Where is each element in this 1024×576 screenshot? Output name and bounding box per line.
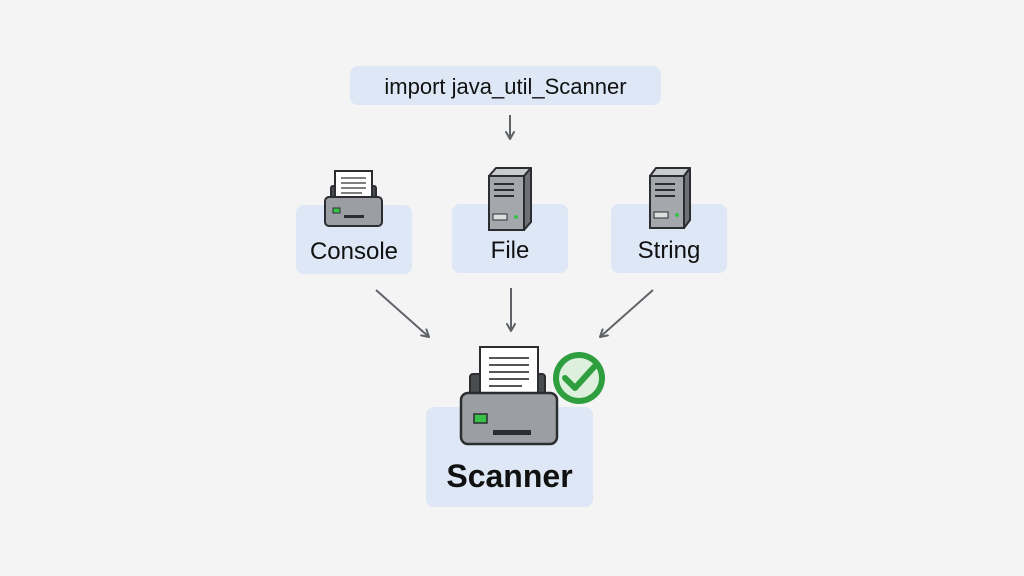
import-statement-box: import java_util_Scanner <box>350 66 661 105</box>
checkmark-icon <box>553 352 605 404</box>
console-node: Console <box>296 205 412 274</box>
server-icon <box>649 167 691 229</box>
scanner-label: Scanner <box>446 458 573 494</box>
file-label: File <box>490 237 530 264</box>
scanner-printer-icon <box>459 346 559 446</box>
string-label: String <box>637 237 701 264</box>
printer-icon <box>324 170 383 227</box>
console-label: Console <box>309 238 399 265</box>
arrow-string-to-scanner <box>599 289 654 338</box>
arrow-console-to-scanner <box>375 289 430 338</box>
server-icon <box>488 167 532 231</box>
import-statement-label: import java_util_Scanner <box>384 74 627 99</box>
string-node: String <box>611 204 727 273</box>
